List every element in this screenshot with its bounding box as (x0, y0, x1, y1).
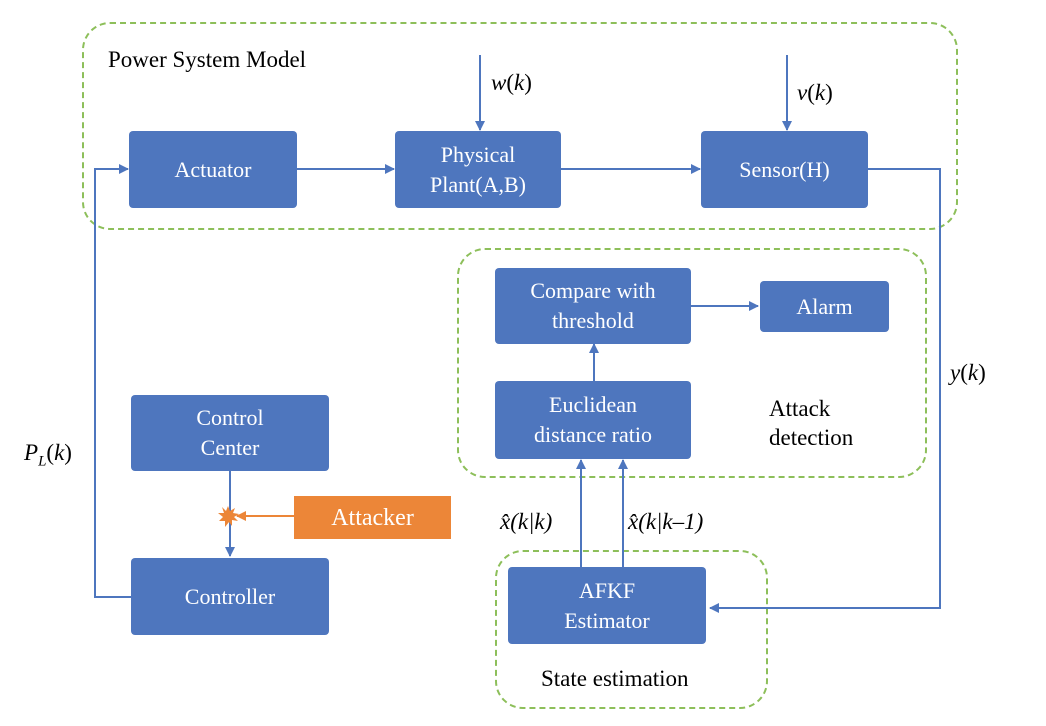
y-signal-label: y(k) (950, 360, 986, 385)
attack-detection-group (457, 248, 927, 478)
sensor-block: Sensor(H) (701, 131, 868, 208)
wire-y-feedback (709, 168, 941, 613)
xhat-kk-label: x̂(k|k) (500, 509, 553, 534)
attacker-block: Attacker (294, 496, 451, 539)
attack-burst-icon (218, 506, 239, 527)
compare-threshold-block: Compare with threshold (495, 268, 691, 344)
actuator-block: Actuator (129, 131, 297, 208)
power-system-model-group (82, 22, 958, 230)
afkf-estimator-block: AFKF Estimator (508, 567, 706, 644)
xhat-kk1-label: x̂(k|k–1) (628, 509, 704, 534)
w-signal-label: w(k) (491, 70, 532, 95)
control-center-block: Control Center (131, 395, 329, 471)
controller-block: Controller (131, 558, 329, 635)
attack-detection-title-line1: Attack (769, 396, 831, 421)
euclidean-distance-block: Euclidean distance ratio (495, 381, 691, 459)
attack-detection-title-line2: detection (769, 425, 854, 450)
pl-signal-label: PL(k) (24, 440, 72, 470)
wire-pl-feedback (94, 164, 131, 598)
state-estimation-title: State estimation (541, 666, 689, 691)
power-system-model-title: Power System Model (108, 47, 307, 72)
state-estimation-group (495, 550, 768, 709)
physical-plant-block: Physical Plant(A,B) (395, 131, 561, 208)
alarm-block: Alarm (760, 281, 889, 332)
v-signal-label: v(k) (797, 80, 833, 105)
